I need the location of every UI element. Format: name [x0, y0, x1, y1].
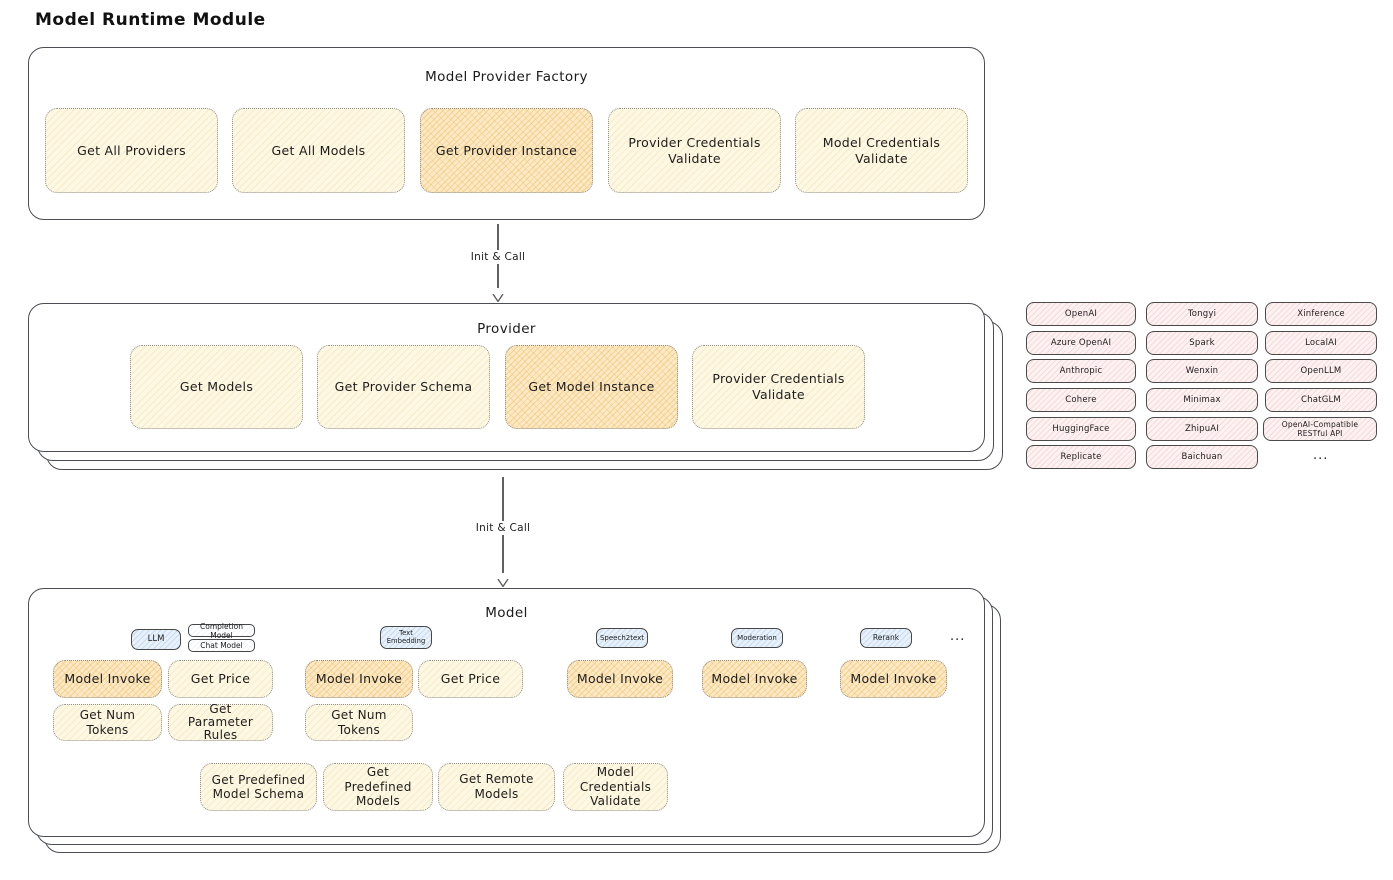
tag-moderation: Moderation [731, 628, 783, 648]
provider-chip-huggingface: HuggingFace [1026, 417, 1136, 441]
arrow-label-init-call-1: Init & Call [466, 250, 530, 264]
provider-chip-zhipuai: ZhipuAI [1146, 417, 1258, 441]
factory-box-provider-credentials-validate: Provider Credentials Validate [608, 108, 781, 193]
provider-chip-anthropic: Anthropic [1026, 359, 1136, 383]
factory-box-get-provider-instance: Get Provider Instance [420, 108, 593, 193]
provider-chip-tongyi: Tongyi [1146, 302, 1258, 326]
embedding-model-invoke: Model Invoke [305, 660, 413, 698]
model-get-predefined-models: Get Predefined Models [323, 763, 433, 811]
llm-model-invoke: Model Invoke [53, 660, 162, 698]
embedding-get-num-tokens: Get Num Tokens [305, 704, 413, 741]
provider-chip-azure-openai: Azure OpenAI [1026, 331, 1136, 355]
page-title: Model Runtime Module [35, 10, 266, 30]
model-title: Model [485, 605, 528, 621]
tag-speech2text: Speech2text [596, 628, 648, 648]
factory-box-get-all-providers: Get All Providers [45, 108, 218, 193]
rerank-model-invoke: Model Invoke [840, 660, 947, 698]
arrow-head-icon [492, 287, 504, 303]
tag-completion-model: Completion Model [188, 622, 255, 640]
provider-chip-openai: OpenAI [1026, 302, 1136, 326]
provider-box-get-model-instance: Get Model Instance [505, 345, 678, 429]
provider-chip-minimax: Minimax [1146, 388, 1258, 412]
provider-chip-openai-compatible: OpenAI-Compatible RESTful API [1263, 417, 1377, 441]
provider-chip-baichuan: Baichuan [1146, 445, 1258, 469]
provider-chip-cohere: Cohere [1026, 388, 1136, 412]
provider-chip-wenxin: Wenxin [1146, 359, 1258, 383]
provider-chip-localai: LocalAI [1265, 331, 1377, 355]
provider-chip-spark: Spark [1146, 331, 1258, 355]
provider-chips-more: ... [1313, 448, 1329, 463]
factory-title: Model Provider Factory [425, 69, 588, 85]
provider-box-get-models: Get Models [130, 345, 303, 429]
model-tags-more: ... [950, 629, 966, 644]
llm-get-price: Get Price [168, 660, 273, 698]
provider-box-provider-credentials-validate: Provider Credentials Validate [692, 345, 865, 429]
provider-title: Provider [477, 321, 536, 337]
moderation-model-invoke: Model Invoke [702, 660, 807, 698]
embedding-get-price: Get Price [418, 660, 523, 698]
speech2text-model-invoke: Model Invoke [567, 660, 673, 698]
provider-chip-replicate: Replicate [1026, 445, 1136, 469]
model-model-credentials-validate: Model Credentials Validate [563, 763, 668, 811]
arrow-label-init-call-2: Init & Call [471, 521, 535, 535]
arrow-head-icon [497, 572, 509, 588]
tag-llm: LLM [131, 629, 181, 650]
tag-rerank: Rerank [860, 628, 912, 648]
tag-chat-model: Chat Model [188, 639, 255, 652]
factory-box-get-all-models: Get All Models [232, 108, 405, 193]
provider-chip-xinference: Xinference [1265, 302, 1377, 326]
model-get-predefined-model-schema: Get Predefined Model Schema [200, 763, 317, 811]
model-get-remote-models: Get Remote Models [438, 763, 555, 811]
provider-chip-chatglm: ChatGLM [1265, 388, 1377, 412]
llm-get-parameter-rules: Get Parameter Rules [168, 702, 273, 742]
factory-box-model-credentials-validate: Model Credentials Validate [795, 108, 968, 193]
provider-box-get-provider-schema: Get Provider Schema [317, 345, 490, 429]
provider-chip-openllm: OpenLLM [1265, 359, 1377, 383]
tag-text-embedding: Text Embedding [380, 626, 432, 649]
llm-get-num-tokens: Get Num Tokens [53, 704, 162, 741]
